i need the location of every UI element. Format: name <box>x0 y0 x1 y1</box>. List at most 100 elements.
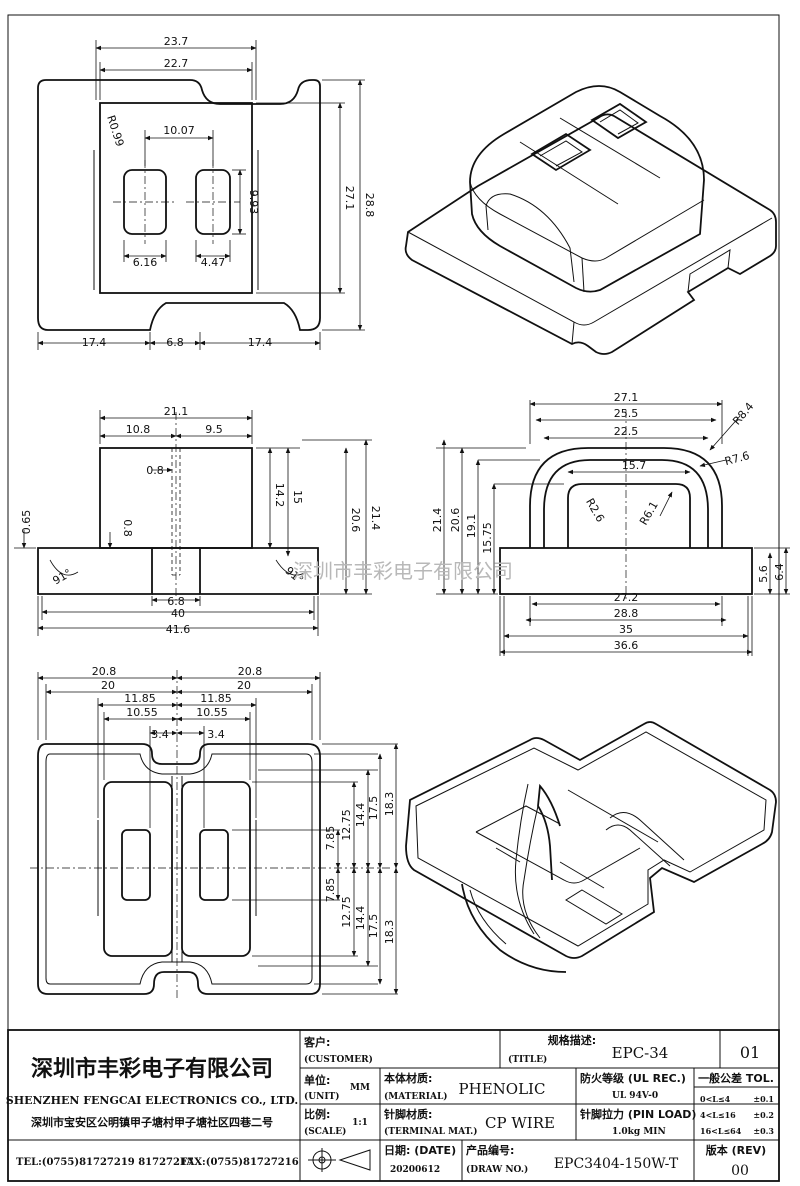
dim-front-21-1: 21.1 <box>164 405 189 418</box>
dim-bottom-right-20: 20 <box>237 679 251 692</box>
projection-symbol-icon <box>308 1148 371 1172</box>
material-label-en: (MATERIAL) <box>384 1091 448 1102</box>
front-view: 21.1 10.8 9.5 0.8 0.8 14.2 15 20.6 21.4 … <box>14 405 382 636</box>
tolerance-label: 一般公差 TOL. <box>698 1071 774 1085</box>
title-block: 深圳市丰彩电子有限公司 SHENZHEN FENGCAI ELECTRONICS… <box>6 1029 780 1182</box>
tol-range-3: 16<L≤64 <box>700 1126 742 1136</box>
tol-value-2: ±0.2 <box>753 1110 774 1120</box>
dim-front-9-5: 9.5 <box>205 423 223 436</box>
unit-label-en: (UNIT) <box>304 1091 340 1102</box>
unit-value: MM <box>350 1083 370 1093</box>
dim-bottom-left-10-55: 10.55 <box>126 706 158 719</box>
customer-label-en: (CUSTOMER) <box>304 1054 373 1065</box>
dim-bottom-6-8: 6.8 <box>166 336 184 349</box>
title-label-en: (TITLE) <box>508 1054 547 1065</box>
rev-label: 版本 (REV) <box>706 1143 766 1157</box>
dim-front-15: 15 <box>291 490 304 504</box>
dim-bottom-left-20: 20 <box>101 679 115 692</box>
dim-bottom-h-17-5-a: 17.5 <box>367 796 380 821</box>
rev-value: 00 <box>731 1163 749 1179</box>
tol-range-2: 4<L≤16 <box>700 1110 736 1120</box>
drawno-value: EPC3404-150W-T <box>554 1156 679 1172</box>
title-value: EPC-34 <box>612 1044 669 1062</box>
date-value: 20200612 <box>390 1165 440 1175</box>
watermark: 深圳市丰彩电子有限公司 <box>293 559 513 583</box>
top-view: 23.7 22.7 10.07 R0.99 6.16 4.47 9.93 27.… <box>37 35 376 350</box>
dim-bottom-h-17-5-b: 17.5 <box>367 914 380 939</box>
dim-side-r2-6: R2.6 <box>583 496 607 524</box>
dim-bottom-h-12-75-a: 12.75 <box>340 809 353 841</box>
tol-range-1: 0<L≤4 <box>700 1094 731 1104</box>
dim-side-28-8: 28.8 <box>614 607 639 620</box>
sheet-number: 01 <box>740 1043 760 1062</box>
dim-front-0-65: 0.65 <box>20 510 33 535</box>
dim-side-15-75: 15.75 <box>481 522 494 554</box>
scale-label-en: (SCALE) <box>304 1126 346 1137</box>
dim-side-19-1: 19.1 <box>465 514 478 539</box>
dim-side-35: 35 <box>619 623 633 636</box>
dim-front-40: 40 <box>171 607 185 620</box>
dim-bottom-h-7-85-b: 7.85 <box>324 878 337 903</box>
date-label: 日期: (DATE) <box>384 1143 456 1157</box>
dim-front-0-8-top: 0.8 <box>146 464 164 477</box>
dim-top-radius: R0.99 <box>104 114 126 149</box>
dim-side-27-2: 27.2 <box>614 591 639 604</box>
dim-bottom-right-11-85: 11.85 <box>200 692 232 705</box>
dim-side-r6-1: R6.1 <box>637 499 661 527</box>
scale-label: 比例: <box>304 1107 330 1121</box>
pin-load-value: 1.0kg MIN <box>612 1127 666 1137</box>
dim-front-6-8: 6.8 <box>167 595 185 608</box>
dim-bottom-17-4-left: 17.4 <box>82 336 107 349</box>
company-fax: FAX:(0755)81727216 <box>180 1157 299 1168</box>
terminal-label: 针脚材质: <box>384 1107 432 1121</box>
dim-side-r7-6: R7.6 <box>723 449 751 468</box>
dim-side-5-6: 5.6 <box>757 565 770 583</box>
dim-bottom-h-18-3-b: 18.3 <box>383 920 396 945</box>
dim-top-width-22-7: 22.7 <box>164 57 189 70</box>
dim-side-15-7: 15.7 <box>622 459 647 472</box>
dim-side-20-6: 20.6 <box>449 508 462 533</box>
dim-side-27-1: 27.1 <box>614 391 639 404</box>
drawno-label-en: (DRAW NO.) <box>466 1164 528 1175</box>
dim-side-21-4: 21.4 <box>431 508 444 533</box>
dim-bottom-right-20-8: 20.8 <box>238 665 263 678</box>
material-value: PHENOLIC <box>459 1080 546 1098</box>
dim-bottom-left-11-85: 11.85 <box>124 692 156 705</box>
bottom-view: 20.8 20 11.85 10.55 3.4 20.8 20 11.85 10… <box>30 665 399 998</box>
dim-top-pitch: 10.07 <box>163 124 195 137</box>
dim-top-slot-w2: 4.47 <box>201 256 226 269</box>
material-label: 本体材质: <box>384 1071 432 1085</box>
scale-value: 1:1 <box>352 1118 368 1128</box>
company-tel: TEL:(0755)81727219 81727217 <box>16 1157 194 1168</box>
dim-front-21-4: 21.4 <box>369 506 382 531</box>
ul-value: UL 94V-0 <box>612 1091 658 1101</box>
dim-front-10-8: 10.8 <box>126 423 151 436</box>
dim-front-0-8-wall: 0.8 <box>121 519 134 537</box>
dim-top-h-28-8: 28.8 <box>363 193 376 218</box>
side-view: 27.1 25.5 22.5 15.7 R8.4 R7.6 R2.6 R6.1 … <box>431 391 790 656</box>
dim-bottom-left-3-4: 3.4 <box>151 728 169 741</box>
isometric-view-top <box>404 85 777 355</box>
unit-label: 单位: <box>304 1073 330 1087</box>
dim-bottom-h-14-4-b: 14.4 <box>354 906 367 931</box>
tol-value-1: ±0.1 <box>753 1094 774 1104</box>
pin-load-label: 针脚拉力 (PIN LOAD) <box>580 1107 696 1121</box>
ul-label: 防火等级 (UL REC.) <box>580 1071 686 1085</box>
dim-front-20-6: 20.6 <box>349 508 362 533</box>
dim-side-36-6: 36.6 <box>614 639 639 652</box>
dim-front-41-6: 41.6 <box>166 623 191 636</box>
dim-bottom-right-3-4: 3.4 <box>207 728 225 741</box>
dim-side-r8-4: R8.4 <box>730 400 756 428</box>
customer-label: 客户: <box>303 1035 330 1049</box>
dim-side-6-4: 6.4 <box>773 563 786 581</box>
dim-bottom-h-12-75-b: 12.75 <box>340 896 353 928</box>
dim-side-22-5: 22.5 <box>614 425 639 438</box>
terminal-value: CP WIRE <box>485 1114 555 1132</box>
spec-label: 规格描述: <box>548 1033 596 1047</box>
dim-bottom-h-18-3-a: 18.3 <box>383 792 396 817</box>
dim-bottom-17-4-right: 17.4 <box>248 336 273 349</box>
company-address: 深圳市宝安区公明镇甲子塘村甲子塘社区四巷二号 <box>31 1115 273 1129</box>
dim-bottom-left-20-8: 20.8 <box>92 665 117 678</box>
